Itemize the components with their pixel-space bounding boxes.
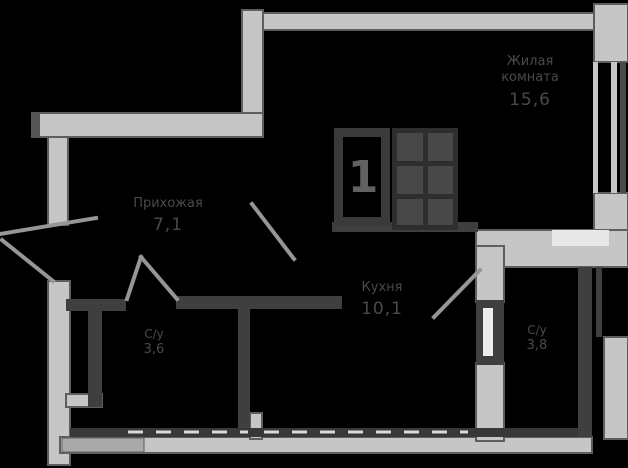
- wall-top: [241, 12, 603, 31]
- partition-hall-kitchen: [176, 296, 342, 309]
- vent-shaft-cell: [397, 133, 423, 161]
- room-area: 3,8: [526, 338, 548, 353]
- wall-left-lower: [47, 280, 71, 466]
- room-name: Жилая: [506, 54, 554, 69]
- partition-walls: [66, 222, 602, 437]
- bathroom-door-leaf: [483, 308, 493, 356]
- apartment-number: 1: [348, 152, 379, 203]
- bathroom-door-icon: [476, 300, 504, 365]
- wall-opening-notch: [552, 230, 609, 246]
- window-pane-line: [611, 62, 617, 193]
- room-area: 15,6: [509, 89, 551, 110]
- window-pane-line: [593, 62, 598, 193]
- room-label-bathroom2: С/у 3,6: [122, 327, 186, 359]
- vent-shaft-cell: [428, 166, 453, 194]
- wall-pier-top-right: [593, 3, 628, 63]
- entrance-door-panel: [343, 137, 381, 217]
- wall-end-cap: [31, 112, 40, 138]
- room-area: 10,1: [361, 299, 403, 320]
- partition-hall-left: [66, 299, 126, 311]
- entrance-door-leaf-icon: [0, 215, 99, 237]
- wall-bottom-left-segment: [61, 437, 145, 453]
- door-leaf-icon: [249, 201, 297, 262]
- window-living-room: [593, 62, 626, 193]
- window-bottom-wall: [70, 428, 578, 437]
- partition-bath-right: [578, 267, 592, 437]
- partition-right-thin: [596, 267, 602, 337]
- vent-shaft-cell: [397, 166, 423, 194]
- room-area: 7,1: [152, 215, 184, 236]
- partition-smallroom-left: [88, 311, 102, 407]
- window-outer-line: [620, 62, 626, 193]
- entrance-door-leaf-icon: [0, 237, 56, 284]
- vent-shaft-cell: [428, 199, 453, 225]
- room-name: комната: [501, 70, 559, 86]
- partition-smallroom-right: [238, 296, 250, 437]
- wall-bath-left-upper: [475, 245, 505, 303]
- door-leaf-icon: [138, 254, 180, 302]
- room-name: С/у: [527, 323, 547, 337]
- room-name: Кухня: [361, 280, 403, 295]
- room-label-kitchen: Кухня 10,1: [330, 280, 434, 320]
- door-swings: [0, 201, 483, 320]
- room-name: Прихожая: [133, 196, 203, 211]
- wall-left-upper: [47, 136, 69, 226]
- door-leaf-icon: [431, 267, 483, 320]
- outer-walls: [31, 3, 628, 466]
- wall-right-outer-lower: [603, 336, 628, 440]
- wall-topleft-horizontal: [32, 112, 264, 138]
- entrance-door-icon: 1: [334, 128, 390, 226]
- room-label-hallway: Прихожая 7,1: [116, 196, 220, 236]
- vent-shaft-icon: [392, 128, 458, 230]
- vent-shaft-cell: [428, 133, 453, 161]
- room-label-bathroom: С/у 3,8: [505, 323, 569, 355]
- door-leaf-icon: [124, 254, 144, 302]
- vent-shaft-cell: [397, 199, 423, 225]
- room-label-living: Жилая комната 15,6: [478, 54, 582, 111]
- room-area: 3,6: [143, 342, 165, 357]
- room-name: С/у: [144, 327, 164, 341]
